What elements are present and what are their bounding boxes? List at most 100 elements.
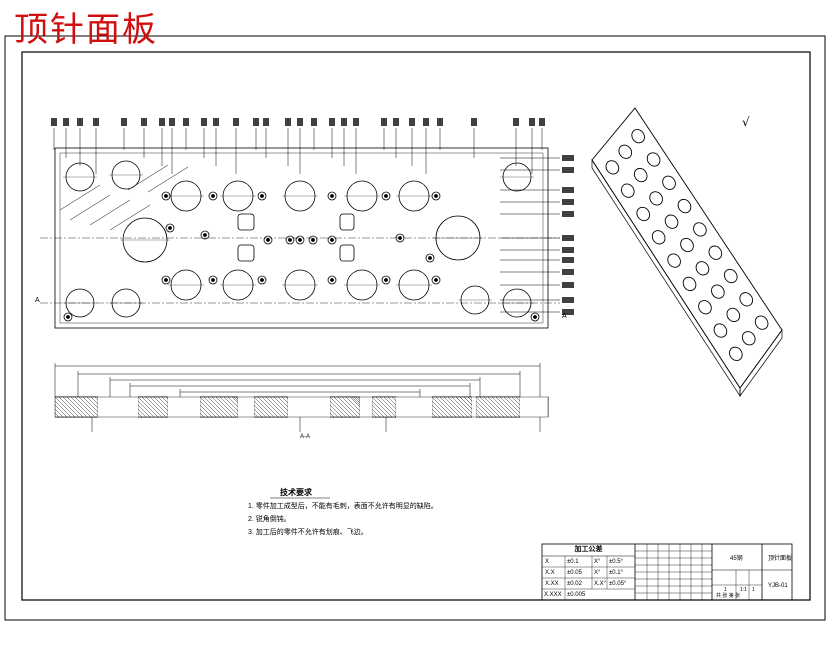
hatch-line [499,396,521,418]
hatch-line [333,396,355,418]
iso-plate-side [739,328,783,398]
dimension-tag [253,118,259,126]
hole-centre-dot [164,278,168,282]
iso-hole [729,346,743,361]
note-line: 2. 锐角倒钝。 [248,516,291,523]
hatch-line [447,396,469,418]
tol-cell: ±0.02 [567,581,582,587]
iso-hole [726,307,741,323]
hatch-line [58,396,80,418]
hatch-line [495,396,517,418]
section-hole [30,396,55,418]
hatch-line [257,396,279,418]
iso-hole [662,175,676,190]
ejector-pin-hole [161,191,171,201]
dimension-tag [263,118,269,126]
ejector-pin-hole [200,230,210,240]
tolerance-table: 加工公差 X ±0.1 X° ±0.5° X.X ±0.05 X° ±0.1° … [542,544,635,600]
hole-centre-dot [168,226,172,230]
hatch-line [54,396,76,418]
dimension-tag [562,155,574,161]
dimension-tag [201,118,207,126]
ejector-pin-hole [530,312,540,322]
dimension-tag [329,118,335,126]
section-hole [98,396,138,418]
tol-cell: ±0.05 [567,570,582,576]
hatch-line [443,396,465,418]
section-hole [472,396,476,418]
dimension-tag [311,118,317,126]
ejector-pin-hole [257,275,267,285]
iso-hole [664,214,679,229]
hole-centre-dot [434,194,438,198]
section-marker-right: A [562,313,567,320]
hatch-line [199,396,221,418]
dimension-tag [169,118,175,126]
hatch-line [62,396,84,418]
tol-cell: X° [594,570,601,576]
dimension-tag [562,235,574,241]
sheets-total: 1 [724,587,727,593]
iso-hole [633,167,648,183]
tol-cell: X° [594,559,601,565]
dimension-tag [529,118,535,126]
section-marker-left: A [35,297,40,304]
hole-centre-dot [260,194,264,198]
section-hole [168,396,200,418]
hatch-line [435,396,457,418]
slot [237,244,255,262]
section-hole [238,396,254,418]
dimension-tag [393,118,399,126]
dimension-tag [381,118,387,126]
tol-cell: X.X [545,570,555,576]
hole-centre-dot [298,238,302,242]
section-hole [396,396,432,418]
isometric-view [591,107,783,398]
hole-centre-dot [533,315,537,319]
dimension-tag [141,118,147,126]
sheet-number: 1 [752,587,755,593]
hole-centre-dot [211,278,215,282]
dimension-leaders [51,118,574,315]
angled-leader [89,199,131,226]
hole-centre-dot [311,238,315,242]
roughness-symbol: √ [742,115,750,129]
dimension-tag [297,118,303,126]
iso-hole [693,222,707,237]
ejector-pin-hole [165,223,175,233]
dimension-tag [562,297,574,303]
hole-centre-dot [384,278,388,282]
hatch-line [491,396,513,418]
dimension-tag [213,118,219,126]
tolerance-heading: 加工公差 [574,546,603,553]
hole-centre-dot [66,315,70,319]
hole-centre-dot [330,194,334,198]
iso-hole [698,300,712,315]
dimension-tag [423,118,429,126]
note-line: 1. 零件加工成型后，不能有毛刺，表面不允许有明显的缺陷。 [248,503,438,510]
hole-centre-dot [164,194,168,198]
dimension-tag [562,269,574,275]
page-label: 共 张 第 张 [716,593,741,599]
dimension-tag [341,118,347,126]
hatch-line [66,396,88,418]
dimension-tag [562,309,574,315]
hatch-line [70,396,92,418]
iso-plate-top [591,107,783,389]
dimension-tag [437,118,443,126]
slot [237,213,255,231]
hatch-line [487,396,509,418]
iso-hole [739,292,754,307]
tol-cell: X.X° [594,581,607,587]
hole-centre-dot [428,256,432,260]
inner-frame [21,51,811,601]
ejector-pin-hole [63,312,73,322]
ejector-pin-hole [161,275,171,285]
iso-hole [646,152,661,167]
iso-holes [605,129,769,361]
ejector-pin-hole [425,253,435,263]
hatch-line [467,396,489,418]
ejector-pin-hole [381,191,391,201]
iso-hole [723,268,738,284]
section-hole [360,396,372,418]
